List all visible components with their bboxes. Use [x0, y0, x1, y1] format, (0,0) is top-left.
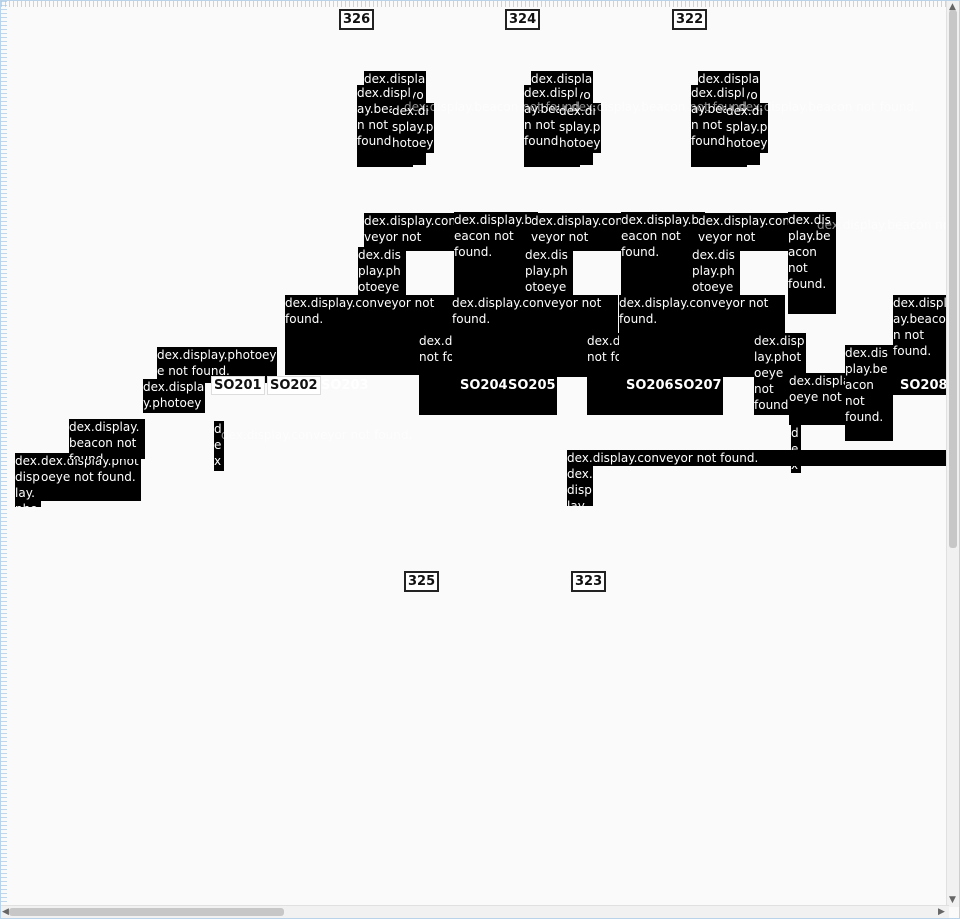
room-label-325[interactable]: 325: [404, 571, 440, 592]
room-label-323[interactable]: 323: [571, 571, 607, 592]
vertical-scroll-thumb[interactable]: [949, 10, 957, 548]
beacon-device[interactable]: dex.display.beacon not found.: [788, 212, 836, 314]
sorter-label-so202[interactable]: SO202: [267, 376, 321, 395]
sorter-label-so203[interactable]: SO203: [321, 378, 369, 393]
conveyor-device[interactable]: dex.display.conveyor not found.: [364, 213, 456, 251]
photoeye-device[interactable]: dex.display.photoeye not found.: [358, 247, 406, 307]
scroll-right-icon[interactable]: ▶: [938, 907, 945, 917]
photoeye-device[interactable]: dex.display.photoeye not found.: [567, 466, 593, 506]
horizontal-scrollbar[interactable]: ◀ ▶: [1, 905, 949, 918]
sorter-label-so205[interactable]: SO205: [508, 378, 556, 393]
conveyor-device[interactable]: dex.display.conveyor not found.: [698, 213, 790, 251]
photoeye-device[interactable]: dex.display.photoeye not found.: [726, 103, 768, 153]
beacon-device[interactable]: dex.display.beacon not found.: [69, 419, 145, 459]
photoeye-device[interactable]: dex.display.photoeye not found.: [15, 453, 41, 507]
conveyor-device[interactable]: dex.display.conveyor not found.: [214, 421, 224, 471]
beacon-device[interactable]: dex.display.beacon not found.: [454, 212, 538, 310]
room-label-326[interactable]: 326: [339, 9, 375, 30]
photoeye-device[interactable]: dex.display.photoeye not found.: [559, 103, 601, 153]
conveyor-device[interactable]: dex.display.conveyor not found.: [567, 450, 949, 466]
sorter-label-so207[interactable]: SO207: [674, 378, 722, 393]
room-label-324[interactable]: 324: [505, 9, 541, 30]
sorter-label-so204[interactable]: SO204: [460, 378, 508, 393]
horizontal-scroll-thumb[interactable]: [9, 908, 284, 916]
room-label-322[interactable]: 322: [672, 9, 708, 30]
beacon-device[interactable]: dex.display.beacon not found.: [893, 295, 949, 395]
scroll-down-icon[interactable]: ▼: [949, 895, 956, 905]
overlapping-text-echo: dex.display.beacon not found.: [817, 218, 949, 232]
scroll-up-icon[interactable]: ▲: [949, 2, 956, 12]
sorter-label-so208[interactable]: SO208: [900, 378, 948, 393]
conveyor-device[interactable]: dex.display.photoeye not found.: [41, 453, 141, 501]
scroll-left-icon[interactable]: ◀: [2, 907, 9, 917]
left-ruler: [1, 1, 7, 907]
conveyor-device[interactable]: dex.display.conveyor not found.: [531, 213, 623, 251]
top-ruler: [1, 1, 949, 7]
vertical-scrollbar[interactable]: ▲ ▼: [946, 1, 959, 907]
beacon-device[interactable]: dex.display.beacon not found.: [845, 345, 893, 441]
layout-canvas[interactable]: 326 324 322 325 323 dex.display.conveyor…: [7, 7, 949, 907]
photoeye-device[interactable]: dex.display.photoeye not found.: [143, 379, 205, 413]
photoeye-device[interactable]: dex.display.photoeye not found.: [392, 103, 434, 153]
beacon-device[interactable]: dex.display.beacon not found.: [621, 212, 705, 310]
sorter-label-so201[interactable]: SO201: [211, 376, 265, 395]
sorter-label-so206[interactable]: SO206: [626, 378, 674, 393]
overlapping-text-echo: dex.display.conveyor not found.: [221, 428, 413, 442]
